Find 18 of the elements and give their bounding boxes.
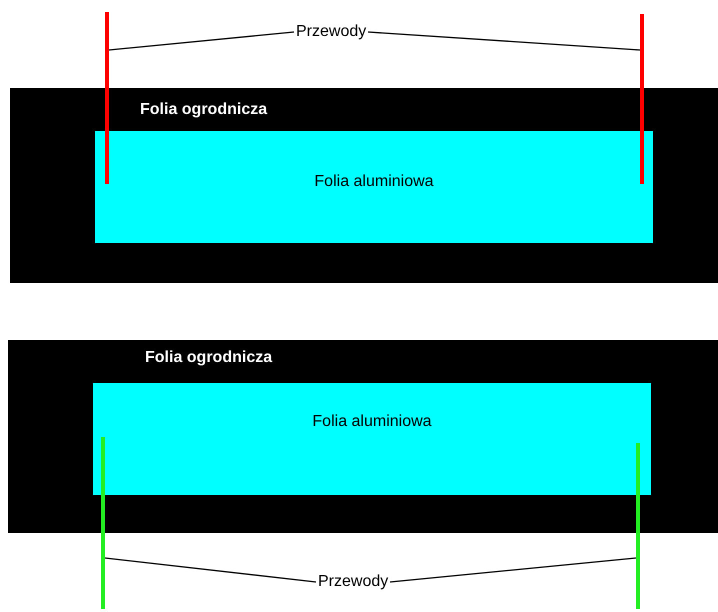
leader-line [104, 557, 316, 583]
leader-line [108, 31, 294, 51]
sheet-label: Folia ogrodnicza [145, 349, 272, 367]
wire [640, 14, 644, 184]
sheet-label: Folia ogrodnicza [140, 101, 268, 119]
wire [105, 12, 109, 184]
foil-label: Folia aluminiowa [312, 413, 432, 430]
aluminium-foil-sheet [93, 383, 651, 495]
callout-label: Przewody [318, 572, 388, 592]
garden-foil-sheet [10, 88, 718, 283]
wire [636, 443, 640, 609]
wire [101, 437, 105, 609]
foil-label: Folia aluminiowa [314, 173, 434, 190]
aluminium-foil-sheet [95, 131, 653, 243]
leader-line [390, 557, 636, 583]
callout-label: Przewody [296, 22, 366, 42]
leader-line [368, 31, 640, 51]
garden-foil-sheet [8, 340, 718, 533]
